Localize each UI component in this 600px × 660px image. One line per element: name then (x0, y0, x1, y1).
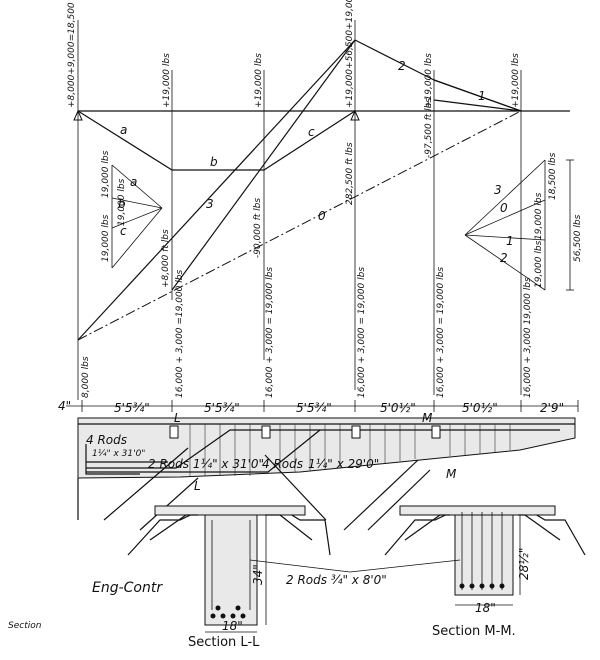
polygon-right-value-3: 19,000 lbs (534, 240, 544, 288)
dimension-line: 4" 5'5¾" 5'5¾" 5'5¾" 5'0½" 5'0½" 2'9" (58, 399, 579, 415)
dim-6: 5'0½" (462, 401, 498, 415)
rod-label-1b: 1¼" x 31'0" (92, 449, 145, 459)
top-load-2: +19,000 lbs (162, 53, 172, 108)
dim-2: 5'5¾" (114, 401, 150, 415)
top-load-1: +8,000+9,000=18,500 -8,500 lbs (67, 0, 77, 108)
polygon-left-value-2: 19,000 lbs (117, 178, 127, 226)
credit-label: Eng-Contr (92, 580, 163, 596)
svg-text:2: 2 (500, 251, 508, 265)
funicular-label-c: c (308, 125, 315, 139)
funicular-label-1: 1 (478, 89, 486, 103)
top-load-4: +19,000+56,500+19,000 =94,500 lbs (345, 0, 355, 108)
rod-label-3: 4 Rods (262, 457, 303, 471)
funicular-label-3: 3 (206, 197, 214, 211)
polygon-right-value-2: 19,000 lbs (534, 192, 544, 240)
section-m: 18" 28½" Section M-M. (384, 505, 586, 639)
top-load-3: +19,000 lbs (254, 53, 264, 108)
polygon-right-total: 56,500 lbs (573, 214, 583, 262)
moment-value-3: 282,500 ft lbs (345, 142, 355, 205)
svg-text:b: b (118, 197, 126, 211)
svg-text:3: 3 (494, 183, 502, 197)
bottom-load-6: 16,000 + 3,000 19,000 lbs (523, 277, 533, 398)
funicular-label-2: 2 (398, 59, 406, 73)
section-l-depth: 34" (251, 564, 265, 585)
cut-mark-l-bottom: L (194, 479, 201, 493)
svg-text:0: 0 (500, 201, 508, 215)
beam-elevation: L L M M 4 Rods 1¼" x 31'0" 2 Rods 1¼" x … (77, 411, 576, 531)
top-load-6: +19,000 lbs (511, 53, 521, 108)
force-polygon-left: a b c 19,000 lbs 19,000 lbs 19,000 lbs (101, 150, 163, 269)
polygon-right-value-1: 18,500 lbs (548, 152, 558, 200)
dim-1: 4" (58, 399, 71, 413)
bottom-load-4: 16,000 + 3,000 = 19,000 lbs (357, 267, 367, 398)
top-load-5: +19,000 lbs (424, 53, 434, 108)
force-polygon-right: 3 0 1 2 18,500 lbs 19,000 lbs 19,000 lbs… (464, 152, 583, 291)
svg-text:c: c (120, 224, 127, 238)
bottom-load-5: 16,000 + 3,000 = 19,000 lbs (436, 267, 446, 398)
section-m-title: Section M-M. (432, 624, 516, 639)
cut-mark-m-top: M (422, 411, 433, 425)
bottom-load-3: 16,000 + 3,000 = 19,000 lbs (265, 267, 275, 398)
funicular-label-0: 0 (318, 209, 326, 223)
bottom-loads: 8,000 lbs 16,000 + 3,000 =19,000 lbs 16,… (81, 267, 533, 398)
cut-mark-m-bottom: M (446, 467, 457, 481)
bottom-load-2: 16,000 + 3,000 =19,000 lbs (175, 270, 185, 398)
cut-mark-l-top: L (174, 411, 181, 425)
bottom-load-1: 8,000 lbs (81, 356, 91, 398)
dim-4: 5'5¾" (296, 401, 332, 415)
section-m-width: 18" (475, 601, 496, 615)
svg-text:1: 1 (506, 234, 514, 248)
moment-diagram: a b c 3 0 1 2 +8,000+9,000=18,500 -8,500… (67, 0, 570, 400)
polygon-left-value-1: 19,000 lbs (101, 150, 111, 198)
moment-value-4: -97,500 ft lbs (424, 98, 434, 158)
moment-value-2: -90,000 ft lbs (253, 198, 263, 258)
rod-label-4: 2 Rods ¾" x 8'0" (286, 573, 387, 587)
rod-label-2: 2 Rods 1¼" x 31'0" (148, 457, 264, 471)
rod-label-1: 4 Rods (86, 433, 127, 447)
funicular-label-a: a (120, 123, 127, 137)
rod-label-3b: 1¼" x 29'0" (308, 457, 379, 471)
dim-7: 2'9" (540, 401, 564, 415)
section-m-depth: 28½" (517, 548, 531, 580)
polygon-left-value-3: 19,000 lbs (101, 214, 111, 262)
caption-label: Section (8, 621, 42, 631)
svg-text:a: a (130, 175, 137, 189)
dim-3: 5'5¾" (204, 401, 240, 415)
moment-value-1: +8,000 ft lbs (161, 229, 171, 288)
section-l-title: Section L-L (188, 635, 260, 650)
section-l-width: 18" (222, 619, 243, 633)
dim-5: 5'0½" (380, 401, 416, 415)
section-l: 18" 34" Section L-L (127, 505, 331, 650)
funicular-label-b: b (210, 155, 218, 169)
